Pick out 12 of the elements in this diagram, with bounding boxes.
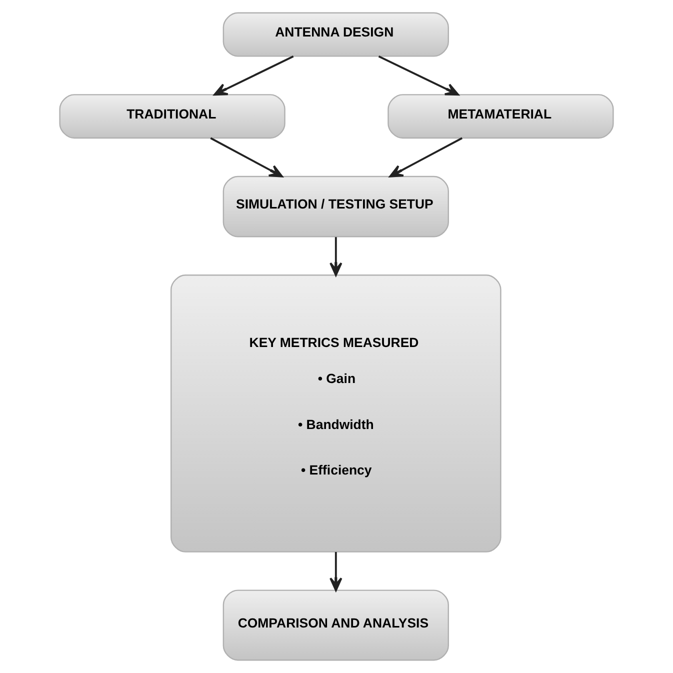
node-box: TRADITIONAL [59, 94, 286, 139]
node-box: SIMULATION / TESTING SETUP [222, 176, 449, 238]
node-box: METAMATERIAL [388, 94, 614, 139]
node-box: KEY METRICS MEASURED • Gain • Bandwidth • Efficiency [170, 274, 502, 552]
arrow [214, 56, 294, 96]
arrow [210, 137, 283, 178]
arrow [330, 552, 342, 592]
arrow [378, 56, 460, 96]
arrow [330, 237, 342, 276]
arrow [389, 137, 463, 178]
node-box: ANTENNA DESIGN [222, 12, 449, 57]
node-box: COMPARISON AND ANALYSIS [222, 590, 449, 661]
